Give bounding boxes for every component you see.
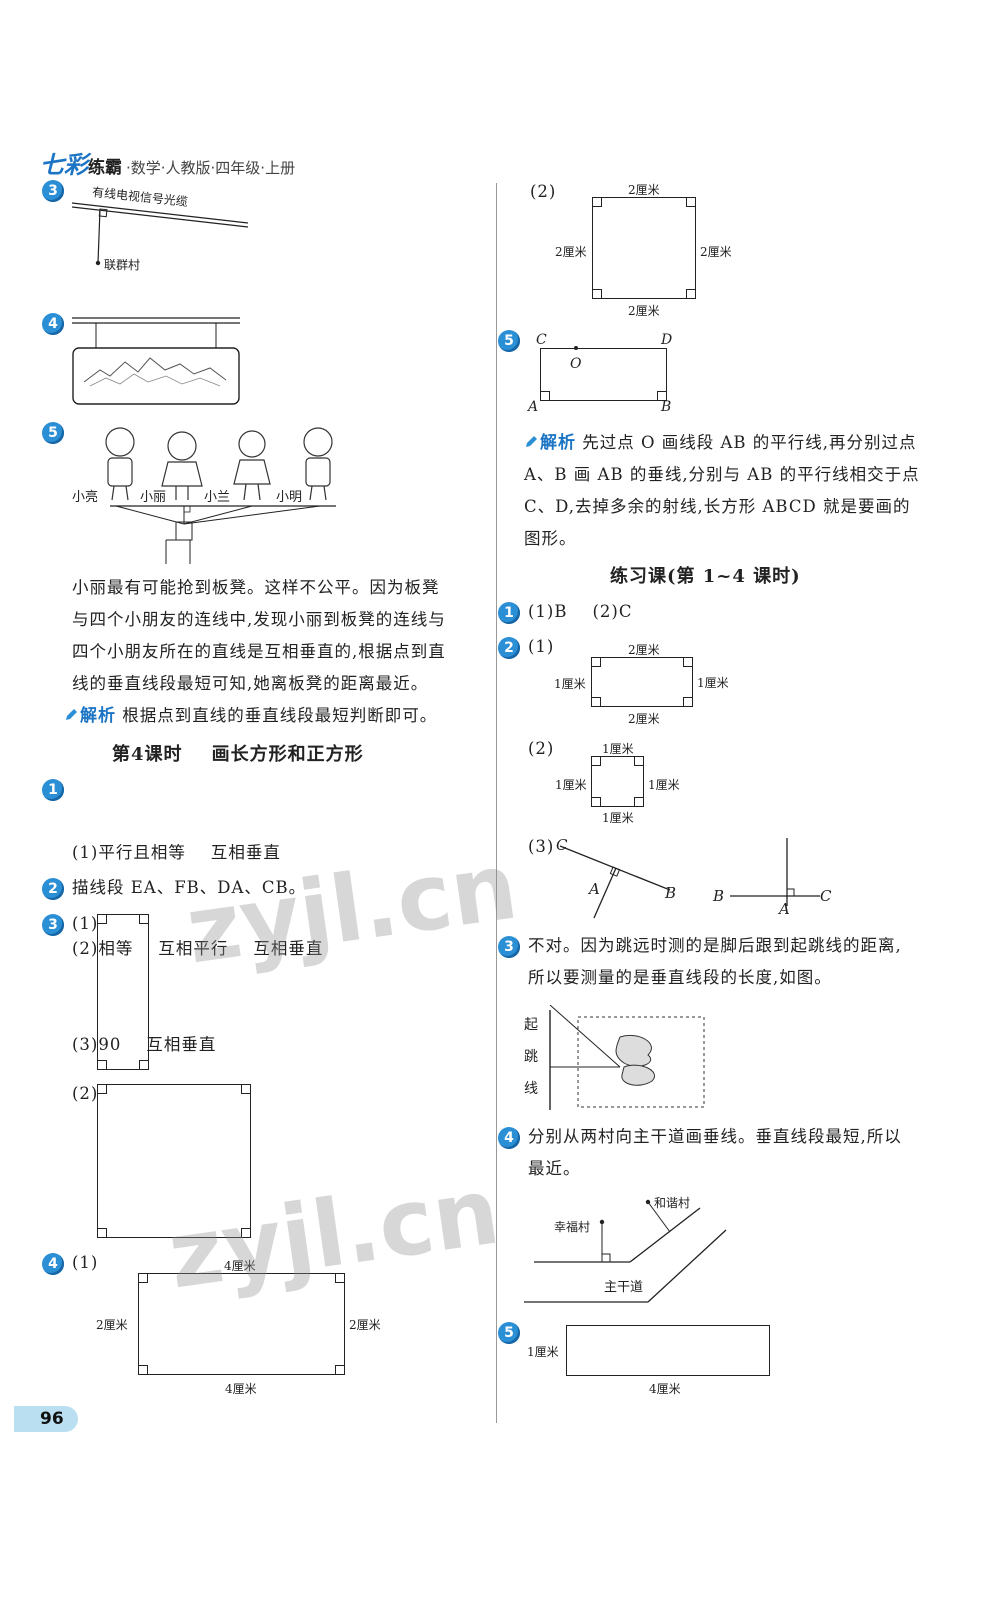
dimension-label: 1厘米 xyxy=(555,778,587,792)
question-number: 3 xyxy=(498,936,520,958)
cable-diagram xyxy=(71,202,249,266)
dimension-label: 1厘米 xyxy=(527,1345,559,1359)
question-number: 4 xyxy=(498,1127,520,1149)
dimension-label: 2厘米 xyxy=(700,245,732,259)
square-drawing xyxy=(592,197,696,299)
point-label: C xyxy=(556,836,568,854)
jump-line-label: 起 xyxy=(524,1017,538,1033)
dimension-label: 1厘米 xyxy=(648,778,680,792)
kid-name: 小明 xyxy=(276,490,303,505)
p3-answer: 不对。因为跳远时测的是脚后跟到起跳线的距离, 所以要测量的是垂直线段的长度,如图… xyxy=(528,936,902,987)
question-number: 3 xyxy=(42,914,64,936)
question-number: 1 xyxy=(498,602,520,624)
village-road-diagram xyxy=(524,1199,727,1303)
q2-answer: 描线段 EA、FB、DA、CB。 xyxy=(72,878,307,897)
rectangle-drawing xyxy=(591,657,693,707)
vertex-label: D xyxy=(661,332,673,348)
square-drawing xyxy=(97,1084,251,1238)
vertex-label: B xyxy=(661,399,672,415)
dimension-label: 1厘米 xyxy=(554,677,586,691)
sub-label: (1) xyxy=(72,1253,99,1272)
dimension-label: 2厘米 xyxy=(555,245,587,259)
square-drawing xyxy=(591,756,644,807)
dimension-label: 1厘米 xyxy=(602,811,634,825)
dimension-label: 4厘米 xyxy=(649,1382,681,1396)
jump-line-label: 线 xyxy=(524,1081,538,1097)
dimension-label: 1厘米 xyxy=(602,742,634,756)
book-subtitle: ·数学·人教版·四年级·上册 xyxy=(126,159,296,177)
q5-answer: 小丽最有可能抢到板凳。这样不公平。因为板凳 与四个小朋友的连线中,发现小丽到板凳… xyxy=(72,578,446,693)
question-number: 1 xyxy=(42,779,64,801)
road-label: 主干道 xyxy=(604,1280,644,1295)
sub-label: (2) xyxy=(528,739,555,758)
vertex-label: C xyxy=(536,332,547,348)
kid-name: 小兰 xyxy=(204,490,231,505)
vertex-label: A xyxy=(528,399,539,415)
question-number: 3 xyxy=(42,180,64,202)
dimension-label: 2厘米 xyxy=(628,304,660,318)
pencil-icon xyxy=(66,709,77,720)
lesson-title: 第4课时 画长方形和正方形 xyxy=(112,744,364,765)
point-label: B xyxy=(665,884,677,902)
practice-title: 练习课(第 1~4 课时) xyxy=(610,566,801,587)
village-label: 联群村 xyxy=(104,258,141,272)
kid-name: 小亮 xyxy=(72,490,99,505)
analysis-block: 解析 先过点 O 画线段 AB 的平行线,再分别过点 A、B 画 AB 的垂线,… xyxy=(524,433,920,548)
column-divider xyxy=(496,183,497,1423)
point-label: O xyxy=(570,356,582,372)
dimension-label: 2厘米 xyxy=(349,1318,381,1332)
rectangle-abcd xyxy=(540,348,667,401)
rectangle-drawing xyxy=(566,1325,770,1376)
brand-logo: 七彩 xyxy=(40,150,88,179)
sub-label: (1) xyxy=(72,914,99,933)
sub-label: (2) xyxy=(530,182,557,201)
sub-label: (3) xyxy=(528,837,555,856)
question-number: 2 xyxy=(42,878,64,900)
p1-answer: (1)B (2)C xyxy=(528,602,633,621)
children-bench-diagram xyxy=(105,427,336,564)
hanging-painting-diagram xyxy=(72,317,240,405)
question-number: 4 xyxy=(42,313,64,335)
page-header: 七彩练霸·数学·人教版·四年级·上册 xyxy=(40,145,295,180)
dimension-label: 2厘米 xyxy=(628,643,660,657)
point-label: C xyxy=(820,887,832,905)
dimension-label: 4厘米 xyxy=(225,1382,257,1396)
p4-answer: 分别从两村向主干道画垂线。垂直线段最短,所以 最近。 xyxy=(528,1127,902,1178)
dimension-label: 1厘米 xyxy=(697,676,729,690)
pencil-icon xyxy=(526,436,537,447)
question-number: 5 xyxy=(498,330,520,352)
dimension-label: 2厘米 xyxy=(628,183,660,197)
question-number: 5 xyxy=(498,1322,520,1344)
question-number: 2 xyxy=(498,637,520,659)
point-label: A xyxy=(589,880,600,898)
point-label: B xyxy=(713,887,725,905)
brand-name: 练霸 xyxy=(88,158,122,178)
question-number: 5 xyxy=(42,422,64,444)
perpendicular-lines-diagram xyxy=(559,838,820,919)
page-number: 96 xyxy=(14,1406,78,1432)
dimension-label: 4厘米 xyxy=(224,1259,256,1273)
long-jump-diagram xyxy=(549,1005,705,1110)
village-label: 和谐村 xyxy=(654,1196,691,1210)
q1-answers: (1)平行且相等 互相垂直 (2)相等 互相平行 互相垂直 (3)90 互相垂直 xyxy=(72,843,324,1054)
point-o xyxy=(574,346,578,350)
rectangle-drawing xyxy=(97,914,149,1070)
analysis-block: 解析 根据点到直线的垂直线段最短判断即可。 xyxy=(64,700,437,732)
rectangle-drawing xyxy=(138,1273,345,1375)
dimension-label: 2厘米 xyxy=(628,712,660,726)
point-label: A xyxy=(779,900,790,918)
jump-line-label: 跳 xyxy=(524,1049,538,1065)
kid-name: 小丽 xyxy=(140,490,167,505)
sub-label: (2) xyxy=(72,1084,99,1103)
dimension-label: 2厘米 xyxy=(96,1318,128,1332)
village-label: 幸福村 xyxy=(554,1220,591,1234)
question-number: 4 xyxy=(42,1253,64,1275)
sub-label: (1) xyxy=(528,637,555,656)
